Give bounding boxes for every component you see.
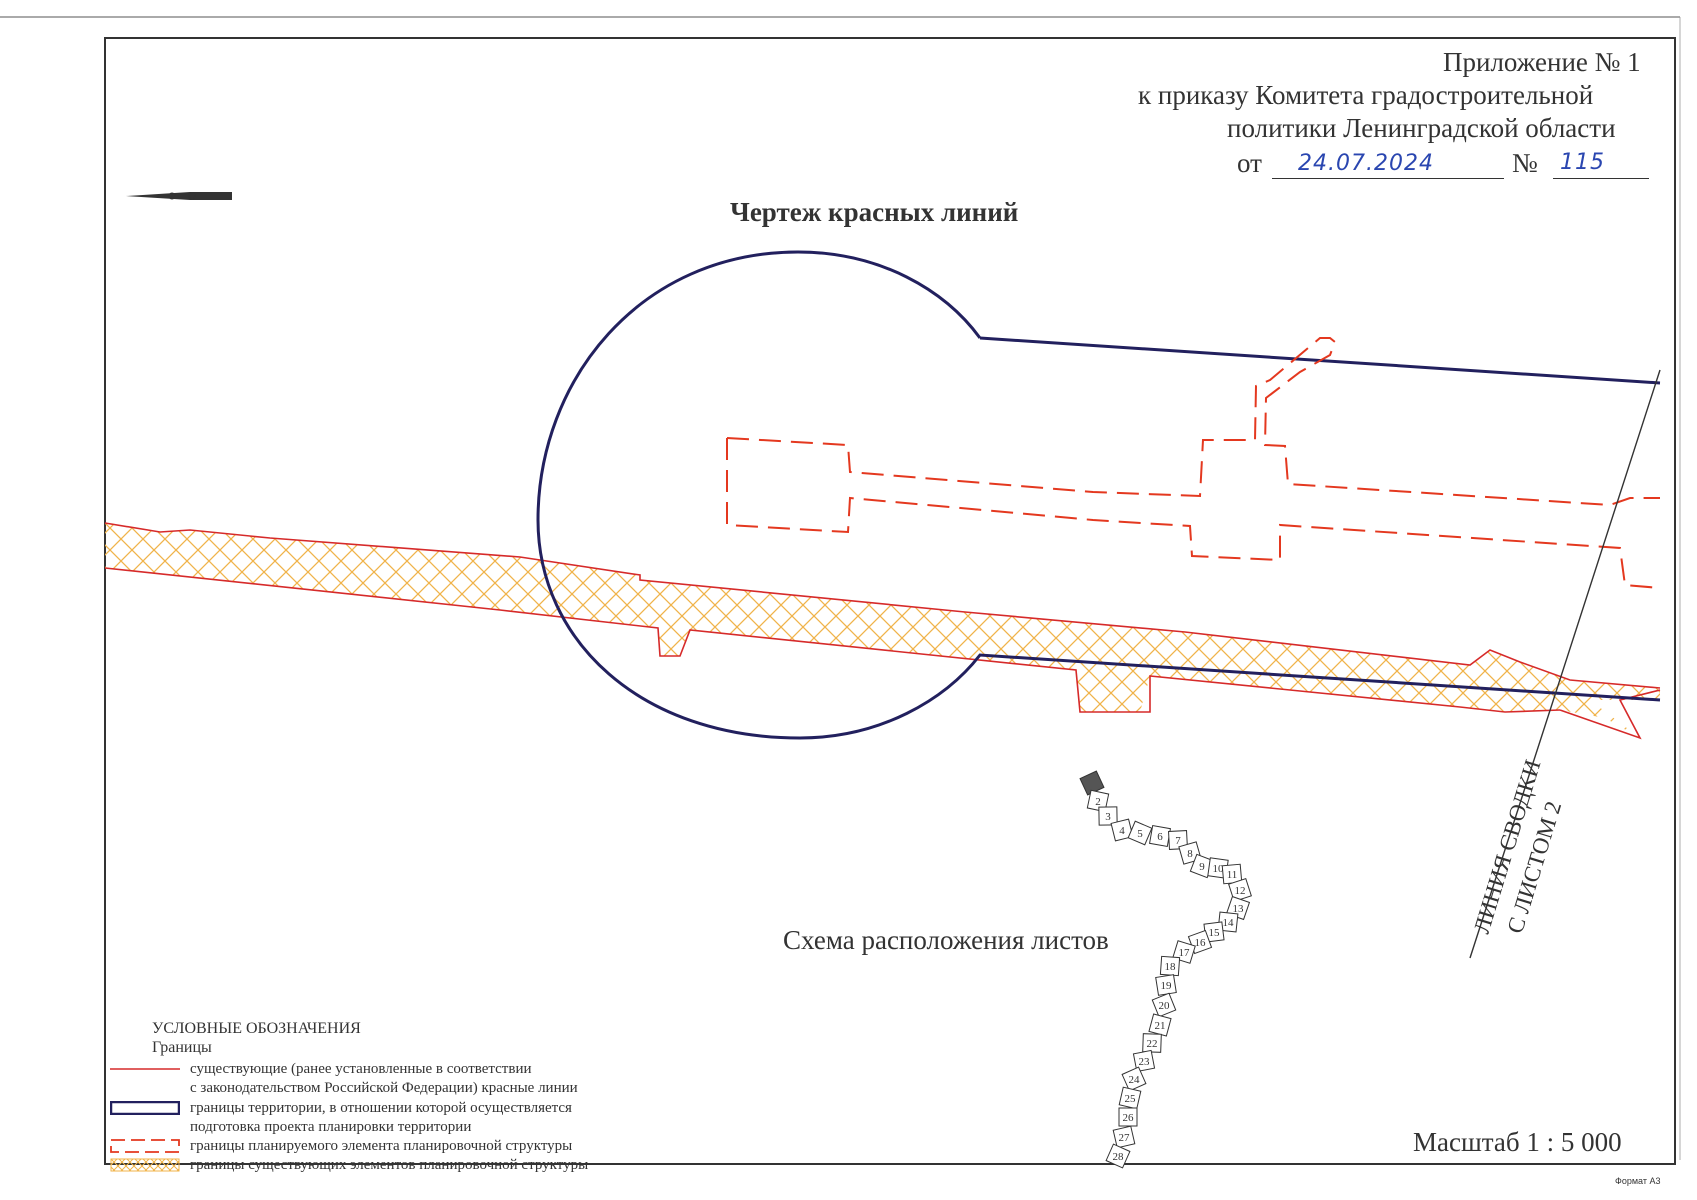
svg-text:18: 18 [1165, 961, 1177, 973]
svg-text:22: 22 [1147, 1038, 1158, 1050]
hatched-box-symbol [110, 1158, 180, 1172]
match-line [1469, 369, 1661, 959]
svg-text:15: 15 [1209, 927, 1221, 939]
svg-text:12: 12 [1235, 885, 1246, 897]
svg-text:23: 23 [1139, 1056, 1151, 1068]
map-title: Чертеж красных линий [730, 197, 1019, 227]
scheme-sheet-7: 7 [1168, 830, 1188, 850]
svg-text:4: 4 [1119, 825, 1125, 837]
existing-planning-element-area [105, 523, 1660, 738]
number-value: 115 [1560, 150, 1605, 175]
order-line-1: к приказу Комитета градостроительной [1138, 80, 1594, 110]
svg-text:7: 7 [1175, 835, 1181, 847]
svg-text:9: 9 [1199, 861, 1205, 873]
drawing-frame [104, 37, 1676, 1165]
svg-text:20: 20 [1159, 1000, 1171, 1012]
scheme-sheet-2: 2 [1086, 789, 1110, 813]
svg-text:10: 10 [1213, 863, 1225, 875]
scheme-sheet-24: 24 [1121, 1066, 1147, 1092]
svg-text:13: 13 [1233, 903, 1245, 915]
svg-text:19: 19 [1161, 980, 1173, 992]
scheme-sheet-19: 19 [1155, 974, 1177, 996]
scheme-sheet-26: 26 [1118, 1107, 1138, 1127]
scheme-sheet-6: 6 [1148, 824, 1172, 848]
svg-text:16: 16 [1195, 937, 1207, 949]
territory-boundary [536, 250, 1661, 740]
format-label: Формат А3 [1615, 1176, 1661, 1186]
scheme-sheet-4: 4 [1110, 818, 1134, 842]
scheme-sheet-5: 5 [1127, 820, 1153, 846]
scheme-sheet-11: 11 [1221, 863, 1243, 885]
svg-text:26: 26 [1123, 1112, 1135, 1124]
svg-text:14: 14 [1223, 917, 1235, 929]
number-label: № [1512, 148, 1538, 178]
scheme-sheet-23: 23 [1132, 1049, 1156, 1073]
scheme-sheet-21: 21 [1148, 1013, 1172, 1037]
svg-text:3: 3 [1105, 811, 1111, 823]
legend-text: границы планируемого элемента планировоч… [190, 1138, 573, 1154]
legend-text: границы территории, в отношении которой … [190, 1100, 572, 1135]
scale-label: Масштаб 1 : 5 000 [1413, 1127, 1622, 1157]
red-line-symbol [110, 1068, 180, 1070]
svg-text:25: 25 [1125, 1093, 1137, 1105]
legend-text: существующие (ранее установленные в соот… [190, 1061, 578, 1096]
svg-text:11: 11 [1227, 869, 1238, 881]
order-line-2: политики Ленинградской области [1227, 113, 1616, 143]
legend-subheading: Границы [152, 1039, 212, 1056]
date-label: от [1237, 148, 1262, 178]
scheme-sheet-25: 25 [1118, 1086, 1142, 1110]
scheme-sheet-18: 18 [1159, 955, 1181, 977]
date-field [1272, 150, 1504, 179]
existing-red-lines [104, 522, 1661, 740]
legend-heading: УСЛОВНЫЕ ОБОЗНАЧЕНИЯ [152, 1020, 361, 1037]
svg-text:21: 21 [1155, 1020, 1166, 1032]
number-field [1553, 150, 1649, 179]
orange-dashed-box-symbol [110, 1139, 180, 1153]
navy-box-symbol [110, 1101, 180, 1115]
scheme-sheet-22: 22 [1142, 1033, 1162, 1053]
scheme-sheet-12: 12 [1228, 878, 1252, 902]
svg-text:8: 8 [1187, 848, 1193, 860]
svg-text:17: 17 [1179, 947, 1191, 959]
planned-element-boundary [726, 337, 1661, 589]
north-arrow-icon [126, 192, 232, 200]
scheme-sheet-14: 14 [1217, 911, 1239, 933]
scheme-title: Схема расположения листов [783, 925, 1109, 955]
scheme-sheet-3: 3 [1098, 806, 1118, 826]
scheme-sheet-27: 27 [1112, 1125, 1136, 1149]
scheme-sheet-28: 28 [1105, 1143, 1131, 1169]
scheme-sheet-20: 20 [1151, 992, 1177, 1018]
appendix-title: Приложение № 1 [1443, 47, 1641, 77]
legend-text: границы существующих элементов планирово… [190, 1157, 589, 1173]
svg-text:6: 6 [1157, 831, 1163, 843]
svg-text:27: 27 [1119, 1132, 1131, 1144]
svg-text:28: 28 [1113, 1151, 1125, 1163]
svg-text:2: 2 [1095, 796, 1101, 808]
svg-text:24: 24 [1129, 1074, 1141, 1086]
date-value: 24.07.2024 [1298, 151, 1434, 176]
svg-text:5: 5 [1137, 828, 1143, 840]
svg-text:ЛИНИЯ СВОДКИ С ЛИСТОМ 2: ЛИНИЯ СВОДКИ С ЛИСТОМ 2 [1469, 751, 1578, 946]
